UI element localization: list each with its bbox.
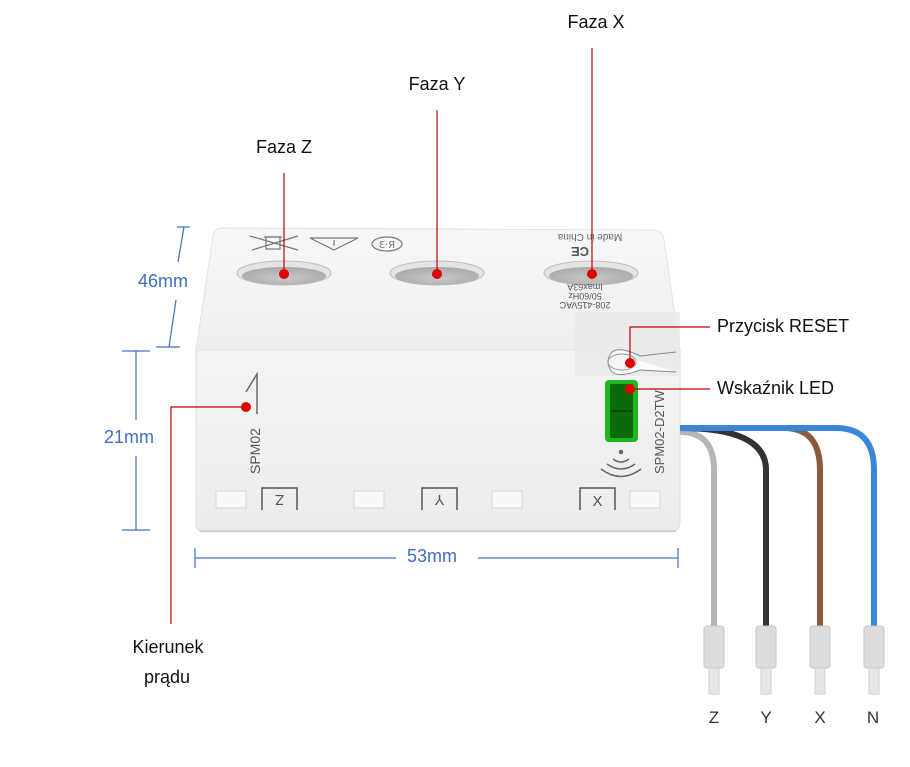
top-markings: Made in China CE 208-415VAC 50/60Hz Imax…	[557, 231, 622, 310]
weee-bin-icon	[249, 235, 299, 251]
callout-lines	[170, 48, 710, 624]
label-phase-z: Faza Z	[255, 137, 313, 157]
svg-text:Z: Z	[275, 491, 284, 508]
ferrule-n	[863, 625, 885, 695]
wire-x	[680, 425, 823, 630]
label-current-direction-line2: prądu	[143, 667, 191, 687]
terminal-slot	[491, 490, 523, 509]
current-rating-text: Imax63A	[567, 282, 603, 292]
terminal-label-z: Z	[261, 487, 298, 510]
terminal-label-x: X	[579, 487, 616, 510]
frequency-rating-text: 50/60Hz	[568, 291, 602, 301]
wire-label-n: N	[866, 708, 880, 727]
model-front-text: SPM02-D2TW	[652, 389, 667, 474]
terminal-slots	[215, 490, 661, 509]
model-side-text: SPM02	[247, 428, 263, 474]
wire-ferrules	[703, 625, 885, 695]
label-current-direction-line1: Kierunek	[132, 637, 204, 657]
wire-label-x: X	[814, 708, 826, 727]
ce-mark: CE	[571, 244, 589, 259]
svg-text:X: X	[592, 493, 602, 510]
label-reset-button: Przycisk RESET	[717, 316, 850, 336]
wires	[679, 425, 877, 630]
warning-triangle-icon	[309, 237, 359, 251]
current-direction-arrow-icon	[245, 371, 258, 414]
ferrule-z	[703, 625, 725, 695]
callout-dots	[241, 269, 635, 412]
terminal-slot	[629, 490, 661, 509]
phase-hole-z	[236, 260, 332, 286]
made-in-china-text: Made in China	[557, 231, 622, 242]
ferrule-y	[755, 625, 777, 695]
leader-reset	[629, 326, 710, 363]
wireless-signal-icon	[600, 449, 642, 478]
terminal-slot	[353, 490, 385, 509]
svg-text:Y: Y	[434, 491, 444, 508]
led-indicator	[605, 380, 638, 442]
label-phase-y: Faza Y	[408, 74, 466, 94]
svg-text:Ɛ·Я: Ɛ·Я	[379, 240, 395, 251]
callout-dot	[625, 358, 635, 368]
leader-current-direction	[170, 406, 246, 624]
voltage-rating-text: 208-415VAC	[559, 300, 610, 310]
wire-n	[680, 425, 877, 630]
dimension-depth-label: 46mm	[138, 271, 189, 292]
dimension-width-line	[194, 548, 679, 568]
callout-dot	[625, 384, 635, 394]
dimension-width-label: 53mm	[407, 546, 458, 567]
label-phase-x: Faza X	[567, 12, 625, 32]
wire-label-y: Y	[760, 708, 772, 727]
wire-label-z: Z	[708, 708, 720, 727]
dimension-height-line	[122, 350, 150, 531]
label-led-indicator: Wskaźnik LED	[717, 378, 835, 398]
callout-dot	[587, 269, 597, 279]
wire-y	[679, 425, 769, 630]
ferrule-x	[809, 625, 831, 695]
dimension-depth-line	[156, 226, 190, 348]
callout-dot	[241, 402, 251, 412]
terminal-label-y: Y	[421, 487, 458, 510]
device-body: Ɛ·Я Made in China CE 208-415VAC 50/60Hz …	[195, 227, 681, 533]
terminal-slot	[215, 490, 247, 509]
dimension-height-label: 21mm	[104, 427, 155, 448]
wire-z	[679, 429, 717, 630]
certification-mark-icon: Ɛ·Я	[371, 236, 403, 252]
dimension-lines	[122, 226, 679, 568]
callout-dot	[432, 269, 442, 279]
callout-dot	[279, 269, 289, 279]
